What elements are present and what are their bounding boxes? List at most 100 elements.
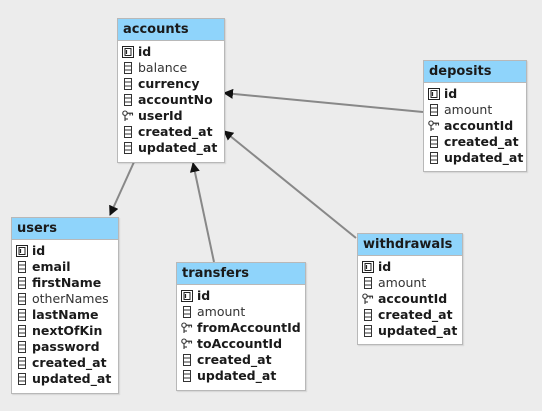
field-row[interactable]: nextOfKin — [16, 323, 118, 339]
column-icon — [362, 277, 374, 289]
field-row[interactable]: email — [16, 259, 118, 275]
field-row[interactable]: balance — [122, 60, 224, 76]
link-deposits-accounts — [223, 88, 424, 113]
field-name: userId — [138, 108, 183, 123]
field-name: email — [32, 259, 71, 274]
column-icon — [16, 357, 28, 369]
field-name: password — [32, 339, 100, 354]
link-withdrawals-accounts — [223, 130, 357, 239]
field-name: created_at — [138, 124, 213, 139]
primary-key-icon — [122, 46, 134, 58]
field-row[interactable]: created_at — [362, 307, 462, 323]
foreign-key-icon — [362, 293, 374, 305]
field-name: updated_at — [197, 368, 277, 383]
field-row[interactable]: id — [362, 259, 462, 275]
field-row[interactable]: updated_at — [428, 150, 526, 166]
field-row[interactable]: amount — [362, 275, 462, 291]
field-row[interactable]: id — [122, 44, 224, 60]
field-row[interactable]: created_at — [428, 134, 526, 150]
field-row[interactable]: created_at — [122, 124, 224, 140]
column-icon — [428, 104, 440, 116]
field-row[interactable]: lastName — [16, 307, 118, 323]
field-row[interactable]: accountNo — [122, 92, 224, 108]
table-header-accounts[interactable]: accounts — [118, 19, 224, 41]
column-icon — [181, 306, 193, 318]
column-icon — [122, 78, 134, 90]
column-icon — [122, 62, 134, 74]
field-row[interactable]: amount — [181, 304, 305, 320]
field-name: created_at — [378, 307, 453, 322]
table-header-withdrawals[interactable]: withdrawals — [358, 234, 462, 256]
field-name: updated_at — [32, 371, 112, 386]
field-name: nextOfKin — [32, 323, 103, 338]
column-icon — [16, 325, 28, 337]
field-name: lastName — [32, 307, 99, 322]
primary-key-icon — [428, 88, 440, 100]
field-row[interactable]: otherNames — [16, 291, 118, 307]
field-name: fromAccountId — [197, 320, 301, 335]
column-icon — [122, 126, 134, 138]
field-name: updated_at — [444, 150, 524, 165]
field-row[interactable]: password — [16, 339, 118, 355]
field-row[interactable]: updated_at — [181, 368, 305, 384]
field-name: toAccountId — [197, 336, 283, 351]
column-icon — [428, 136, 440, 148]
column-icon — [122, 94, 134, 106]
field-row[interactable]: toAccountId — [181, 336, 305, 352]
field-name: accountNo — [138, 92, 213, 107]
field-row[interactable]: userId — [122, 108, 224, 124]
table-header-transfers[interactable]: transfers — [177, 263, 305, 285]
field-name: accountId — [378, 291, 448, 306]
column-icon — [362, 309, 374, 321]
field-row[interactable]: id — [181, 288, 305, 304]
field-row[interactable]: accountId — [428, 118, 526, 134]
field-row[interactable]: id — [16, 243, 118, 259]
field-row[interactable]: updated_at — [16, 371, 118, 387]
field-row[interactable]: created_at — [181, 352, 305, 368]
field-name: id — [32, 243, 46, 258]
field-name: amount — [378, 275, 427, 290]
link-transfers-accounts — [189, 162, 215, 263]
field-row[interactable]: updated_at — [122, 140, 224, 156]
field-name: updated_at — [138, 140, 218, 155]
table-header-deposits[interactable]: deposits — [424, 61, 526, 83]
field-name: amount — [444, 102, 493, 117]
column-icon — [428, 152, 440, 164]
field-row[interactable]: fromAccountId — [181, 320, 305, 336]
column-icon — [16, 277, 28, 289]
field-name: firstName — [32, 275, 102, 290]
field-name: created_at — [197, 352, 272, 367]
column-icon — [122, 142, 134, 154]
foreign-key-icon — [428, 120, 440, 132]
field-name: id — [444, 86, 458, 101]
foreign-key-icon — [181, 322, 193, 334]
field-name: currency — [138, 76, 200, 91]
column-icon — [181, 354, 193, 366]
column-icon — [181, 370, 193, 382]
field-name: created_at — [444, 134, 519, 149]
primary-key-icon — [16, 245, 28, 257]
field-row[interactable]: accountId — [362, 291, 462, 307]
field-name: updated_at — [378, 323, 458, 338]
column-icon — [16, 341, 28, 353]
field-row[interactable]: amount — [428, 102, 526, 118]
field-row[interactable]: id — [428, 86, 526, 102]
field-name: id — [138, 44, 152, 59]
field-row[interactable]: currency — [122, 76, 224, 92]
table-header-users[interactable]: users — [12, 218, 118, 240]
field-row[interactable]: updated_at — [362, 323, 462, 339]
field-row[interactable]: created_at — [16, 355, 118, 371]
column-icon — [362, 325, 374, 337]
field-name: created_at — [32, 355, 107, 370]
field-row[interactable]: firstName — [16, 275, 118, 291]
